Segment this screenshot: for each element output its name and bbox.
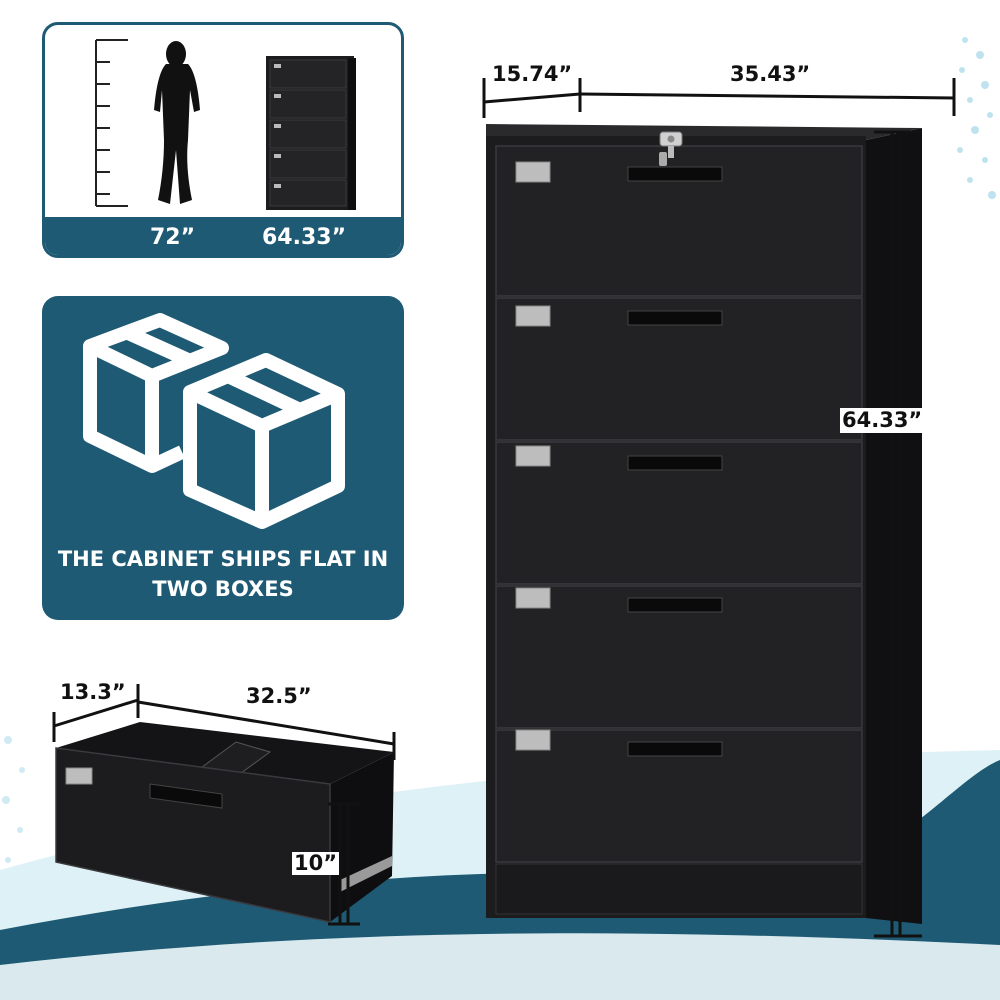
drawer-3 [495,441,863,585]
label-holder-icon [515,445,551,467]
drawer-1 [495,145,863,297]
drawer-handle [627,597,723,613]
two-boxes-icon [83,313,345,529]
shipping-text-line2: TWO BOXES [152,577,294,601]
drawer-height-label: 10” [292,851,340,875]
shipping-text-line1: THE CABINET SHIPS FLAT IN [57,547,389,571]
cabinet-height-small-label: 64.33” [262,225,347,250]
drawer-5 [495,729,863,863]
height-comparison-band [45,217,401,255]
drawer-height-dimension-line [328,802,360,926]
drawer-handle [627,166,723,182]
drawer-handle [627,310,723,326]
cabinet-top-dimension-lines [482,78,956,118]
drawer-width-label: 32.5” [246,684,312,708]
drawer-2 [495,297,863,441]
label-holder-icon [65,767,93,785]
label-holder-icon [515,587,551,609]
single-drawer [55,722,394,923]
shipping-text: THE CABINET SHIPS FLAT IN TWO BOXES [44,544,402,604]
lock-icon [659,131,683,166]
cabinet-base [495,863,863,915]
label-holder-icon [515,305,551,327]
drawer-4 [495,585,863,729]
height-ruler-icon [95,39,128,207]
drawer-handle [627,455,723,471]
drawer-depth-label: 13.3” [60,680,126,704]
cabinet-height-label: 64.33” [840,408,925,433]
person-silhouette-icon [154,41,200,204]
cabinet-depth-label: 15.74” [492,62,573,86]
decorative-dots-top [957,37,996,199]
person-height-label: 72” [150,225,196,250]
label-holder-icon [515,729,551,751]
cabinet-height-dimension-line [874,130,922,938]
height-comparison-art [95,39,356,210]
cabinet-width-label: 35.43” [730,62,811,86]
drawer-top-dimension-lines [52,684,396,760]
drawer-handle [149,783,223,809]
file-cabinet [486,124,922,924]
mini-cabinet-icon [266,56,356,210]
label-holder-icon [515,161,551,183]
decorative-dots-left [2,736,25,863]
drawer-handle [627,741,723,757]
